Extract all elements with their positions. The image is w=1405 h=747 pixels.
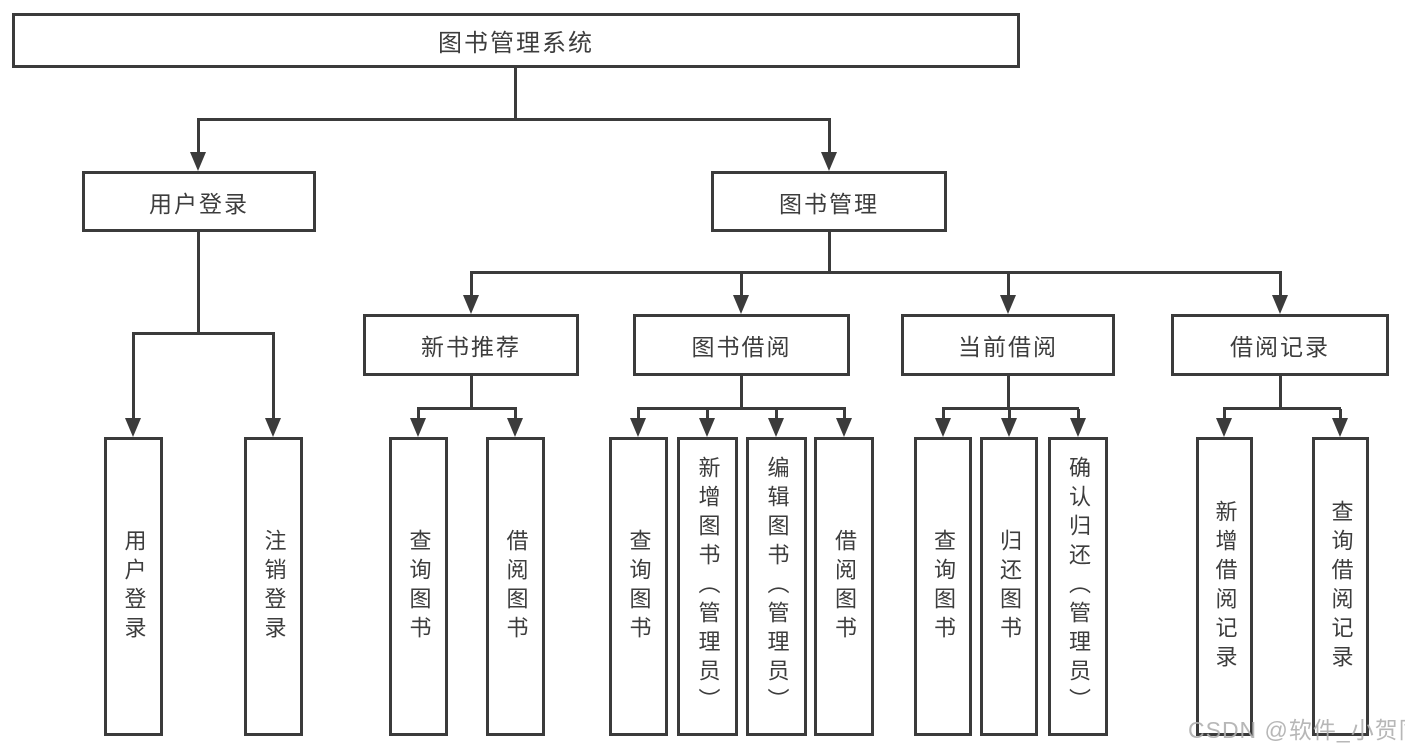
leaf-bb-edit-books-admin-label: 编辑图书（管理员） [764, 456, 790, 717]
leaf-nb-borrow-books-label: 借阅图书 [503, 528, 529, 645]
node-book-management-label: 图书管理 [779, 190, 879, 217]
leaf-cb-confirm-return-admin: 确认归还（管理员） [1048, 437, 1108, 736]
connector-line [942, 407, 1079, 410]
arrow-down-icon [1216, 418, 1232, 437]
connector-line [197, 120, 200, 153]
connector-line [417, 409, 420, 420]
arrow-down-icon [463, 295, 479, 314]
leaf-nb-query-books-label: 查询图书 [406, 528, 432, 645]
leaf-bb-borrow-books-label: 借阅图书 [832, 528, 857, 645]
connector-line [1223, 407, 1341, 410]
leaf-user-login-label: 用户登录 [121, 528, 147, 645]
leaf-br-add-record-label: 新增借阅记录 [1212, 499, 1238, 674]
arrow-down-icon [1001, 418, 1017, 437]
connector-line [1279, 376, 1282, 409]
connector-line [470, 273, 473, 296]
leaf-br-query-record: 查询借阅记录 [1312, 437, 1369, 736]
node-root-label: 图书管理系统 [438, 30, 594, 57]
connector-line [272, 334, 275, 419]
connector-line [706, 409, 709, 420]
node-current-borrow: 当前借阅 [901, 314, 1115, 376]
leaf-user-login: 用户登录 [104, 437, 163, 736]
leaf-bb-borrow-books: 借阅图书 [814, 437, 874, 736]
arrow-down-icon [410, 418, 426, 437]
leaf-nb-query-books: 查询图书 [389, 437, 448, 736]
leaf-br-add-record: 新增借阅记录 [1196, 437, 1253, 736]
node-user-login-label: 用户登录 [149, 190, 249, 217]
node-root: 图书管理系统 [12, 13, 1020, 68]
connector-line [1077, 409, 1080, 420]
connector-line [417, 407, 517, 410]
arrow-down-icon [190, 152, 206, 171]
arrow-down-icon [1070, 418, 1086, 437]
node-current-borrow-label: 当前借阅 [958, 334, 1058, 360]
node-book-management: 图书管理 [711, 171, 947, 232]
connector-line [828, 232, 831, 273]
node-new-book-recommend: 新书推荐 [363, 314, 579, 376]
leaf-bb-add-books-admin-label: 新增图书（管理员） [695, 456, 721, 717]
connector-line [132, 334, 135, 419]
leaf-bb-edit-books-admin: 编辑图书（管理员） [746, 437, 807, 736]
node-borrow-records: 借阅记录 [1171, 314, 1389, 376]
connector-line [637, 409, 640, 420]
leaf-logout-label: 注销登录 [261, 528, 287, 645]
connector-line [828, 120, 831, 153]
arrow-down-icon [699, 418, 715, 437]
connector-line [1007, 273, 1010, 296]
leaf-bb-query-books: 查询图书 [609, 437, 668, 736]
connector-line [1279, 273, 1282, 296]
leaf-cb-confirm-return-admin-label: 确认归还（管理员） [1066, 456, 1091, 717]
connector-line [1008, 409, 1011, 420]
connector-line [1339, 409, 1342, 420]
arrow-down-icon [265, 418, 281, 437]
connector-line [775, 409, 778, 420]
connector-line [514, 409, 517, 420]
connector-line [637, 407, 846, 410]
node-user-login: 用户登录 [82, 171, 316, 232]
connector-line [197, 232, 200, 335]
leaf-bb-query-books-label: 查询图书 [626, 528, 652, 645]
leaf-cb-query-books: 查询图书 [914, 437, 972, 736]
connector-line [740, 376, 743, 409]
arrow-down-icon [507, 418, 523, 437]
arrow-down-icon [1272, 295, 1288, 314]
leaf-logout: 注销登录 [244, 437, 303, 736]
connector-line [1223, 409, 1226, 420]
arrow-down-icon [768, 418, 784, 437]
arrow-down-icon [935, 418, 951, 437]
arrow-down-icon [1000, 295, 1016, 314]
csdn-watermark: CSDN @软件_小贺同学 [1188, 717, 1405, 743]
node-book-borrow: 图书借阅 [633, 314, 850, 376]
arrow-down-icon [125, 418, 141, 437]
arrow-down-icon [630, 418, 646, 437]
connector-line [470, 271, 1282, 274]
leaf-nb-borrow-books: 借阅图书 [486, 437, 545, 736]
connector-line [514, 68, 517, 120]
connector-line [470, 376, 473, 409]
leaf-cb-return-books: 归还图书 [980, 437, 1038, 736]
leaf-br-query-record-label: 查询借阅记录 [1328, 499, 1354, 674]
connector-line [1007, 376, 1010, 409]
connector-line [740, 273, 743, 296]
leaf-bb-add-books-admin: 新增图书（管理员） [677, 437, 738, 736]
node-borrow-records-label: 借阅记录 [1230, 334, 1330, 360]
node-book-borrow-label: 图书借阅 [691, 334, 792, 360]
connector-line [132, 332, 275, 335]
arrow-down-icon [821, 152, 837, 171]
connector-line [942, 409, 945, 420]
arrow-down-icon [836, 418, 852, 437]
arrow-down-icon [1332, 418, 1348, 437]
connector-line [843, 409, 846, 420]
node-new-book-recommend-label: 新书推荐 [421, 334, 521, 360]
leaf-cb-query-books-label: 查询图书 [931, 528, 956, 645]
leaf-cb-return-books-label: 归还图书 [997, 528, 1022, 645]
connector-line [197, 118, 831, 121]
arrow-down-icon [733, 295, 749, 314]
